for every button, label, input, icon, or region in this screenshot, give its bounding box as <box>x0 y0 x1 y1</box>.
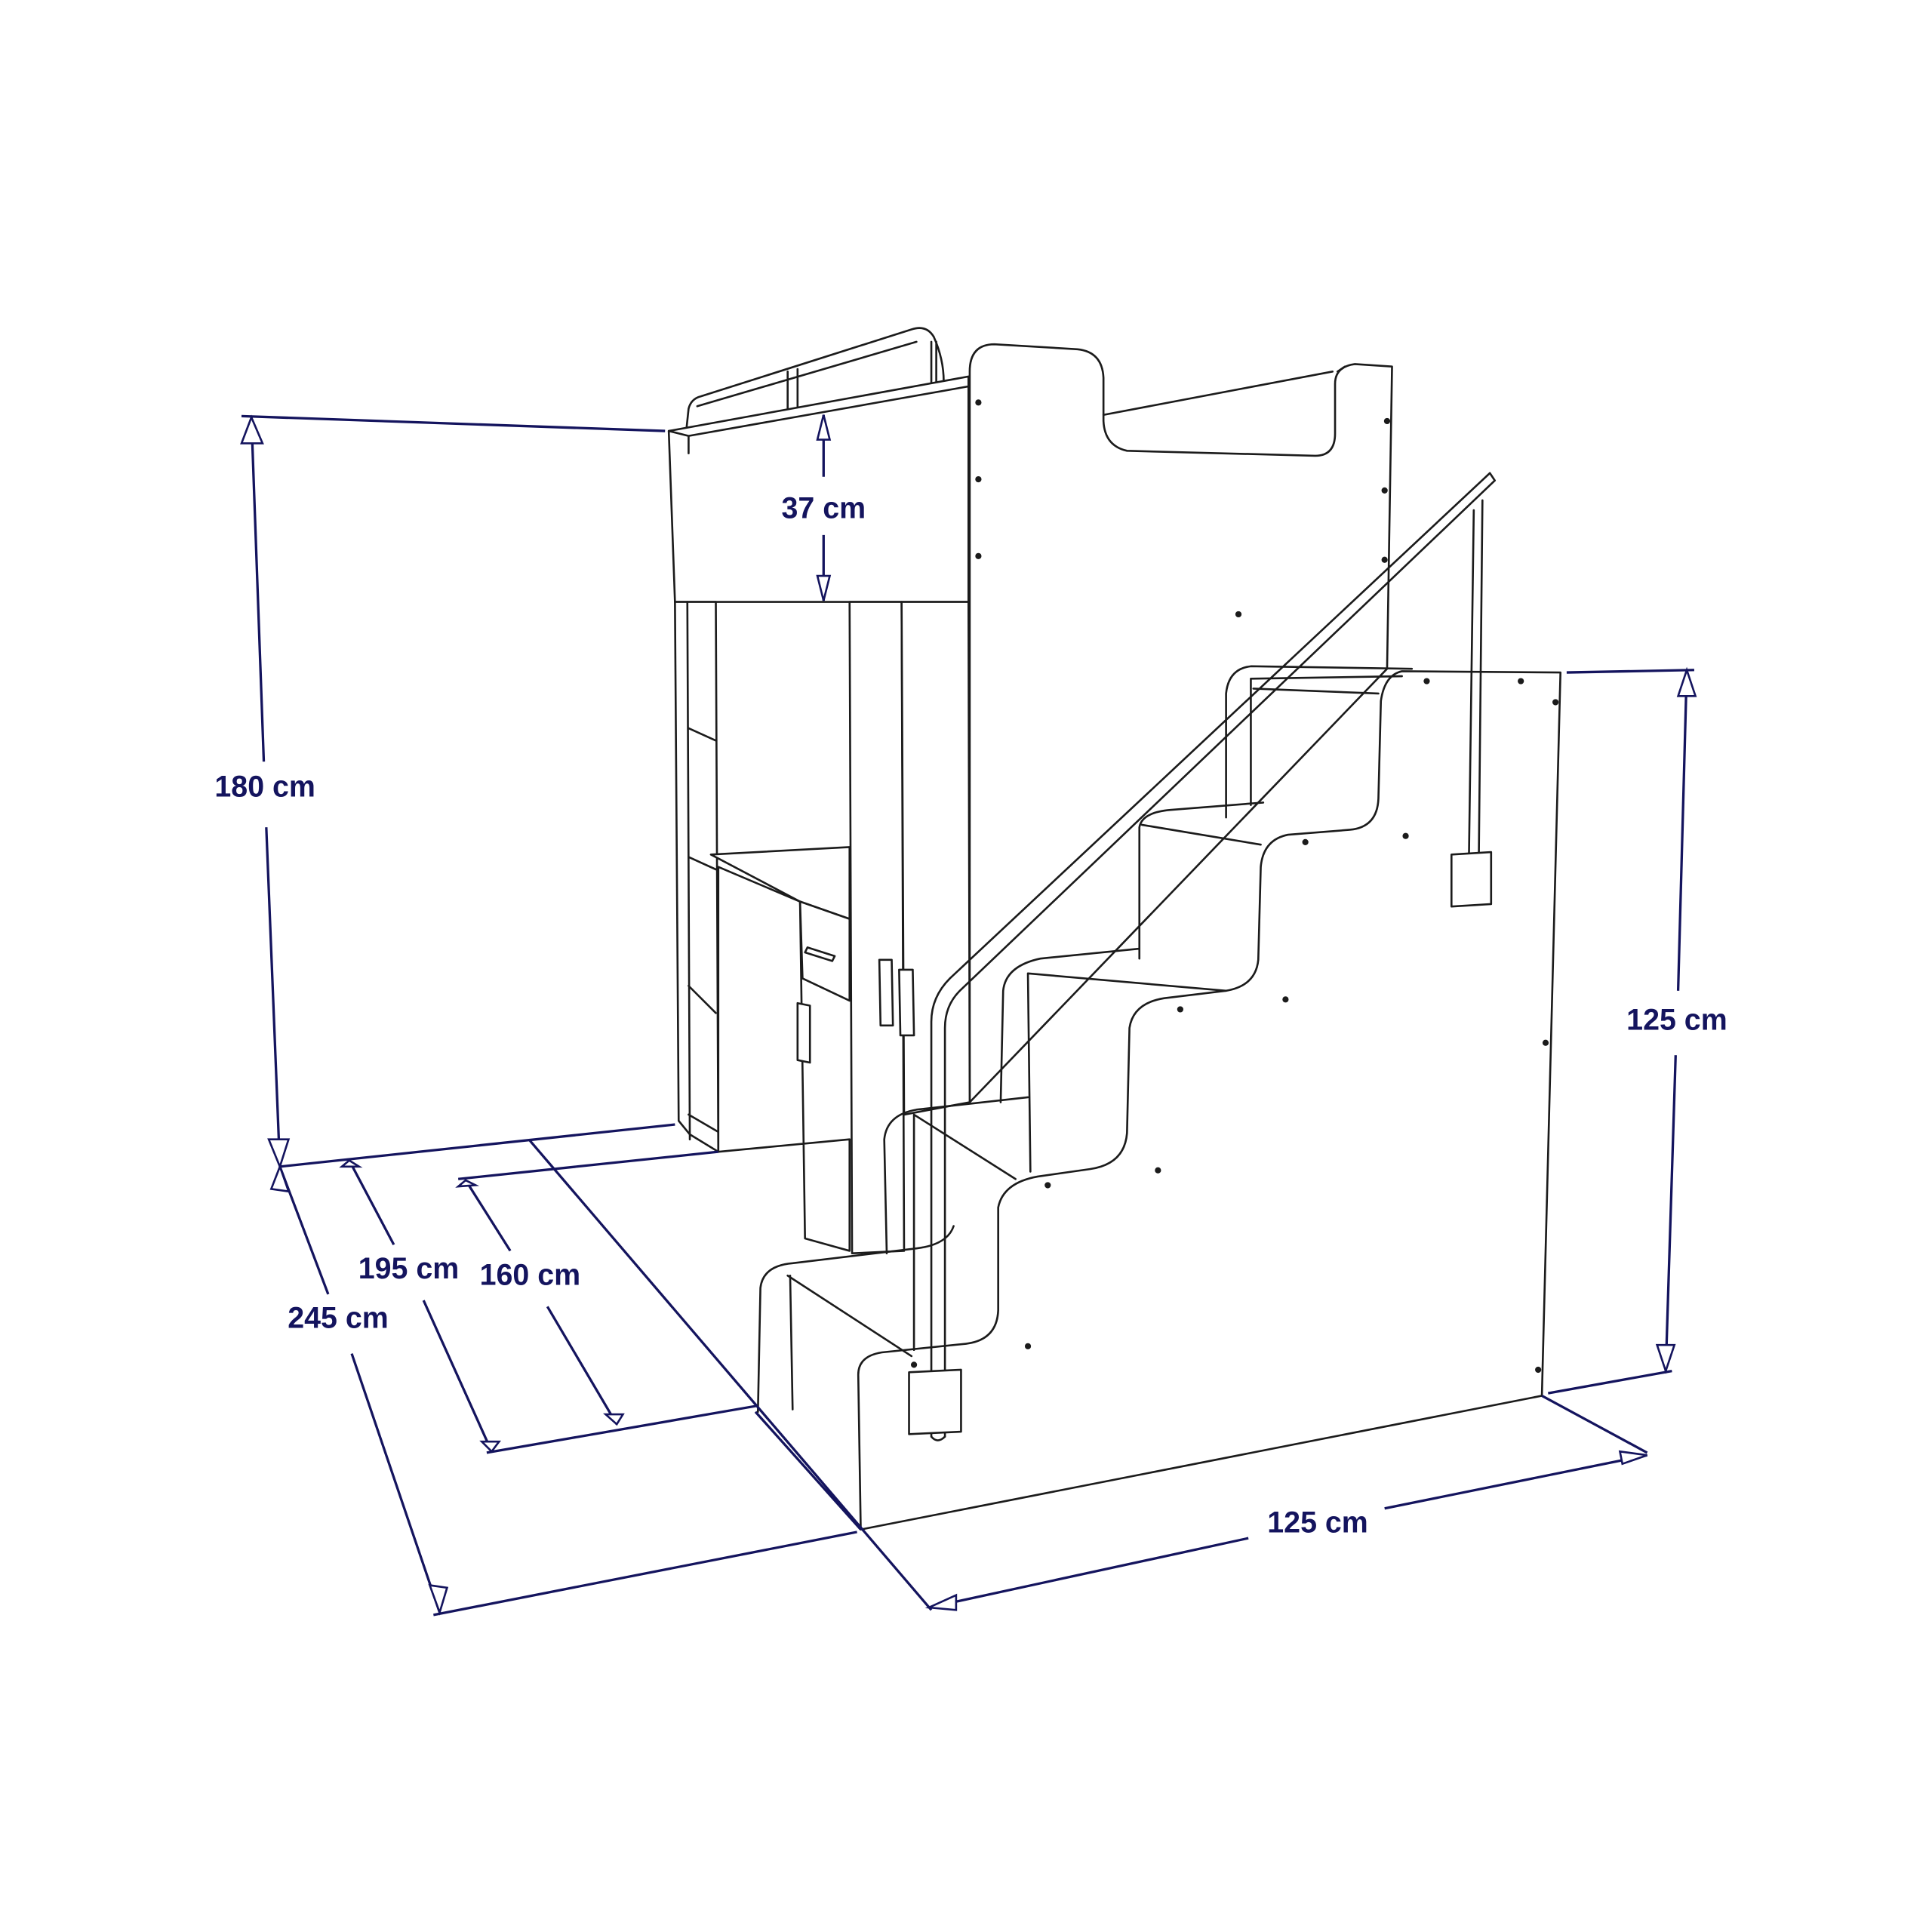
dim-line-125-depth <box>928 1454 1647 1609</box>
wardrobe-left-door <box>848 601 906 1255</box>
label-195-cm: 195 cm <box>358 1252 460 1285</box>
dimension-arrowheads <box>240 414 1697 1616</box>
wardrobe-handle-right <box>898 968 915 1037</box>
drawer-handle <box>804 946 836 962</box>
screw-dots <box>910 399 1559 1374</box>
dim-line-180 <box>250 417 281 1167</box>
extension-lines <box>241 414 1694 1617</box>
dim-line-125-height <box>1664 669 1688 1371</box>
label-180-cm: 180 cm <box>214 771 315 804</box>
label-245-cm: 245 cm <box>288 1302 389 1335</box>
guard-edge <box>667 385 970 454</box>
wardrobe-handle-left <box>878 958 894 1027</box>
wall-bracket-top <box>1450 851 1493 908</box>
dimension-lines: 180 cm 37 cm 195 cm 160 cm 245 cm 125 cm… <box>214 414 1727 1617</box>
label-160-cm: 160 cm <box>480 1258 581 1291</box>
label-37-cm: 37 cm <box>781 492 866 525</box>
wall-bracket-bottom <box>908 1368 962 1435</box>
dim-line-245 <box>278 1166 441 1614</box>
handrail <box>930 472 1497 1441</box>
stairs-side-panel <box>857 670 1562 1531</box>
stairs-treads <box>756 665 1414 1414</box>
wardrobe-right-door <box>900 601 971 1116</box>
label-125-cm-height: 125 cm <box>1626 1003 1727 1036</box>
dim-line-195 <box>348 1159 493 1452</box>
end-panel <box>968 343 1393 1103</box>
handrail-post <box>1467 499 1484 869</box>
loft-bed-drawing <box>667 327 1562 1531</box>
drawer <box>798 900 851 1002</box>
front-guard-panel <box>667 375 970 603</box>
shelf-lines <box>686 601 720 1141</box>
label-125-cm-depth: 125 cm <box>1267 1506 1368 1540</box>
dim-line-160 <box>464 1180 618 1426</box>
guard-rail <box>682 327 945 457</box>
left-shelf-unit <box>674 601 720 1153</box>
back-rail <box>1102 365 1346 417</box>
cabinet-handle <box>796 1001 811 1064</box>
